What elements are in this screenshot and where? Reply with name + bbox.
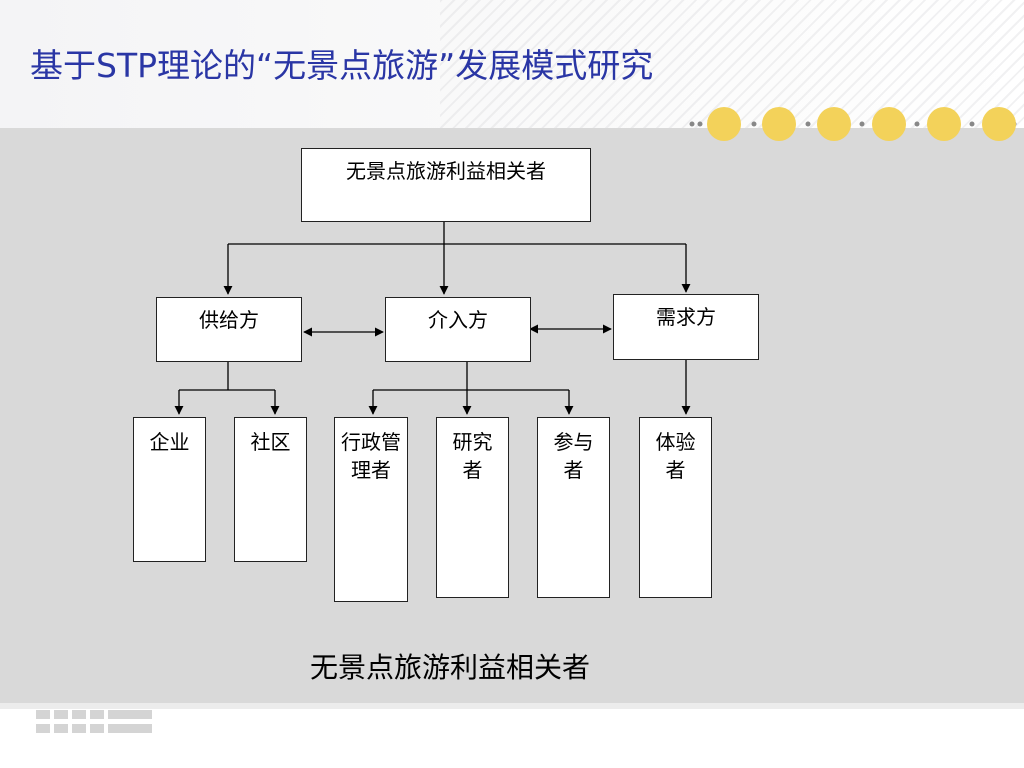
participant-node: 参与者 [537,417,610,598]
diagram-caption: 无景点旅游利益相关者 [309,651,590,684]
decorative-dots [689,107,1017,141]
admin-node-label: 行政管理者 [341,430,401,482]
header-pattern [440,0,1024,128]
intervention-node-label: 介入方 [428,308,488,332]
researcher-node: 研究者 [436,417,509,598]
enterprise-node-label: 企业 [149,430,190,454]
demand-node-label: 需求方 [656,305,716,329]
root-node-label: 无景点旅游利益相关者 [346,159,546,183]
community-node-label: 社区 [250,430,291,454]
supply-node: 供给方 [156,297,302,362]
experiencer-node: 体验者 [639,417,712,598]
enterprise-node: 企业 [133,417,206,562]
intervention-node: 介入方 [385,297,531,362]
researcher-node-label: 研究者 [452,430,493,482]
slide-header: 基于STP理论的“无景点旅游”发展模式研究 [0,0,1024,128]
experiencer-node-label: 体验者 [655,430,696,482]
root-node: 无景点旅游利益相关者 [301,148,591,222]
admin-node: 行政管理者 [334,417,408,602]
demand-node: 需求方 [613,294,759,360]
footer-pattern [36,710,152,733]
footer-stripe [0,703,1024,709]
supply-node-label: 供给方 [199,308,259,332]
community-node: 社区 [234,417,307,562]
page-title: 基于STP理论的“无景点旅游”发展模式研究 [30,46,654,85]
diagram-area [0,128,1024,703]
participant-node-label: 参与者 [553,430,594,482]
